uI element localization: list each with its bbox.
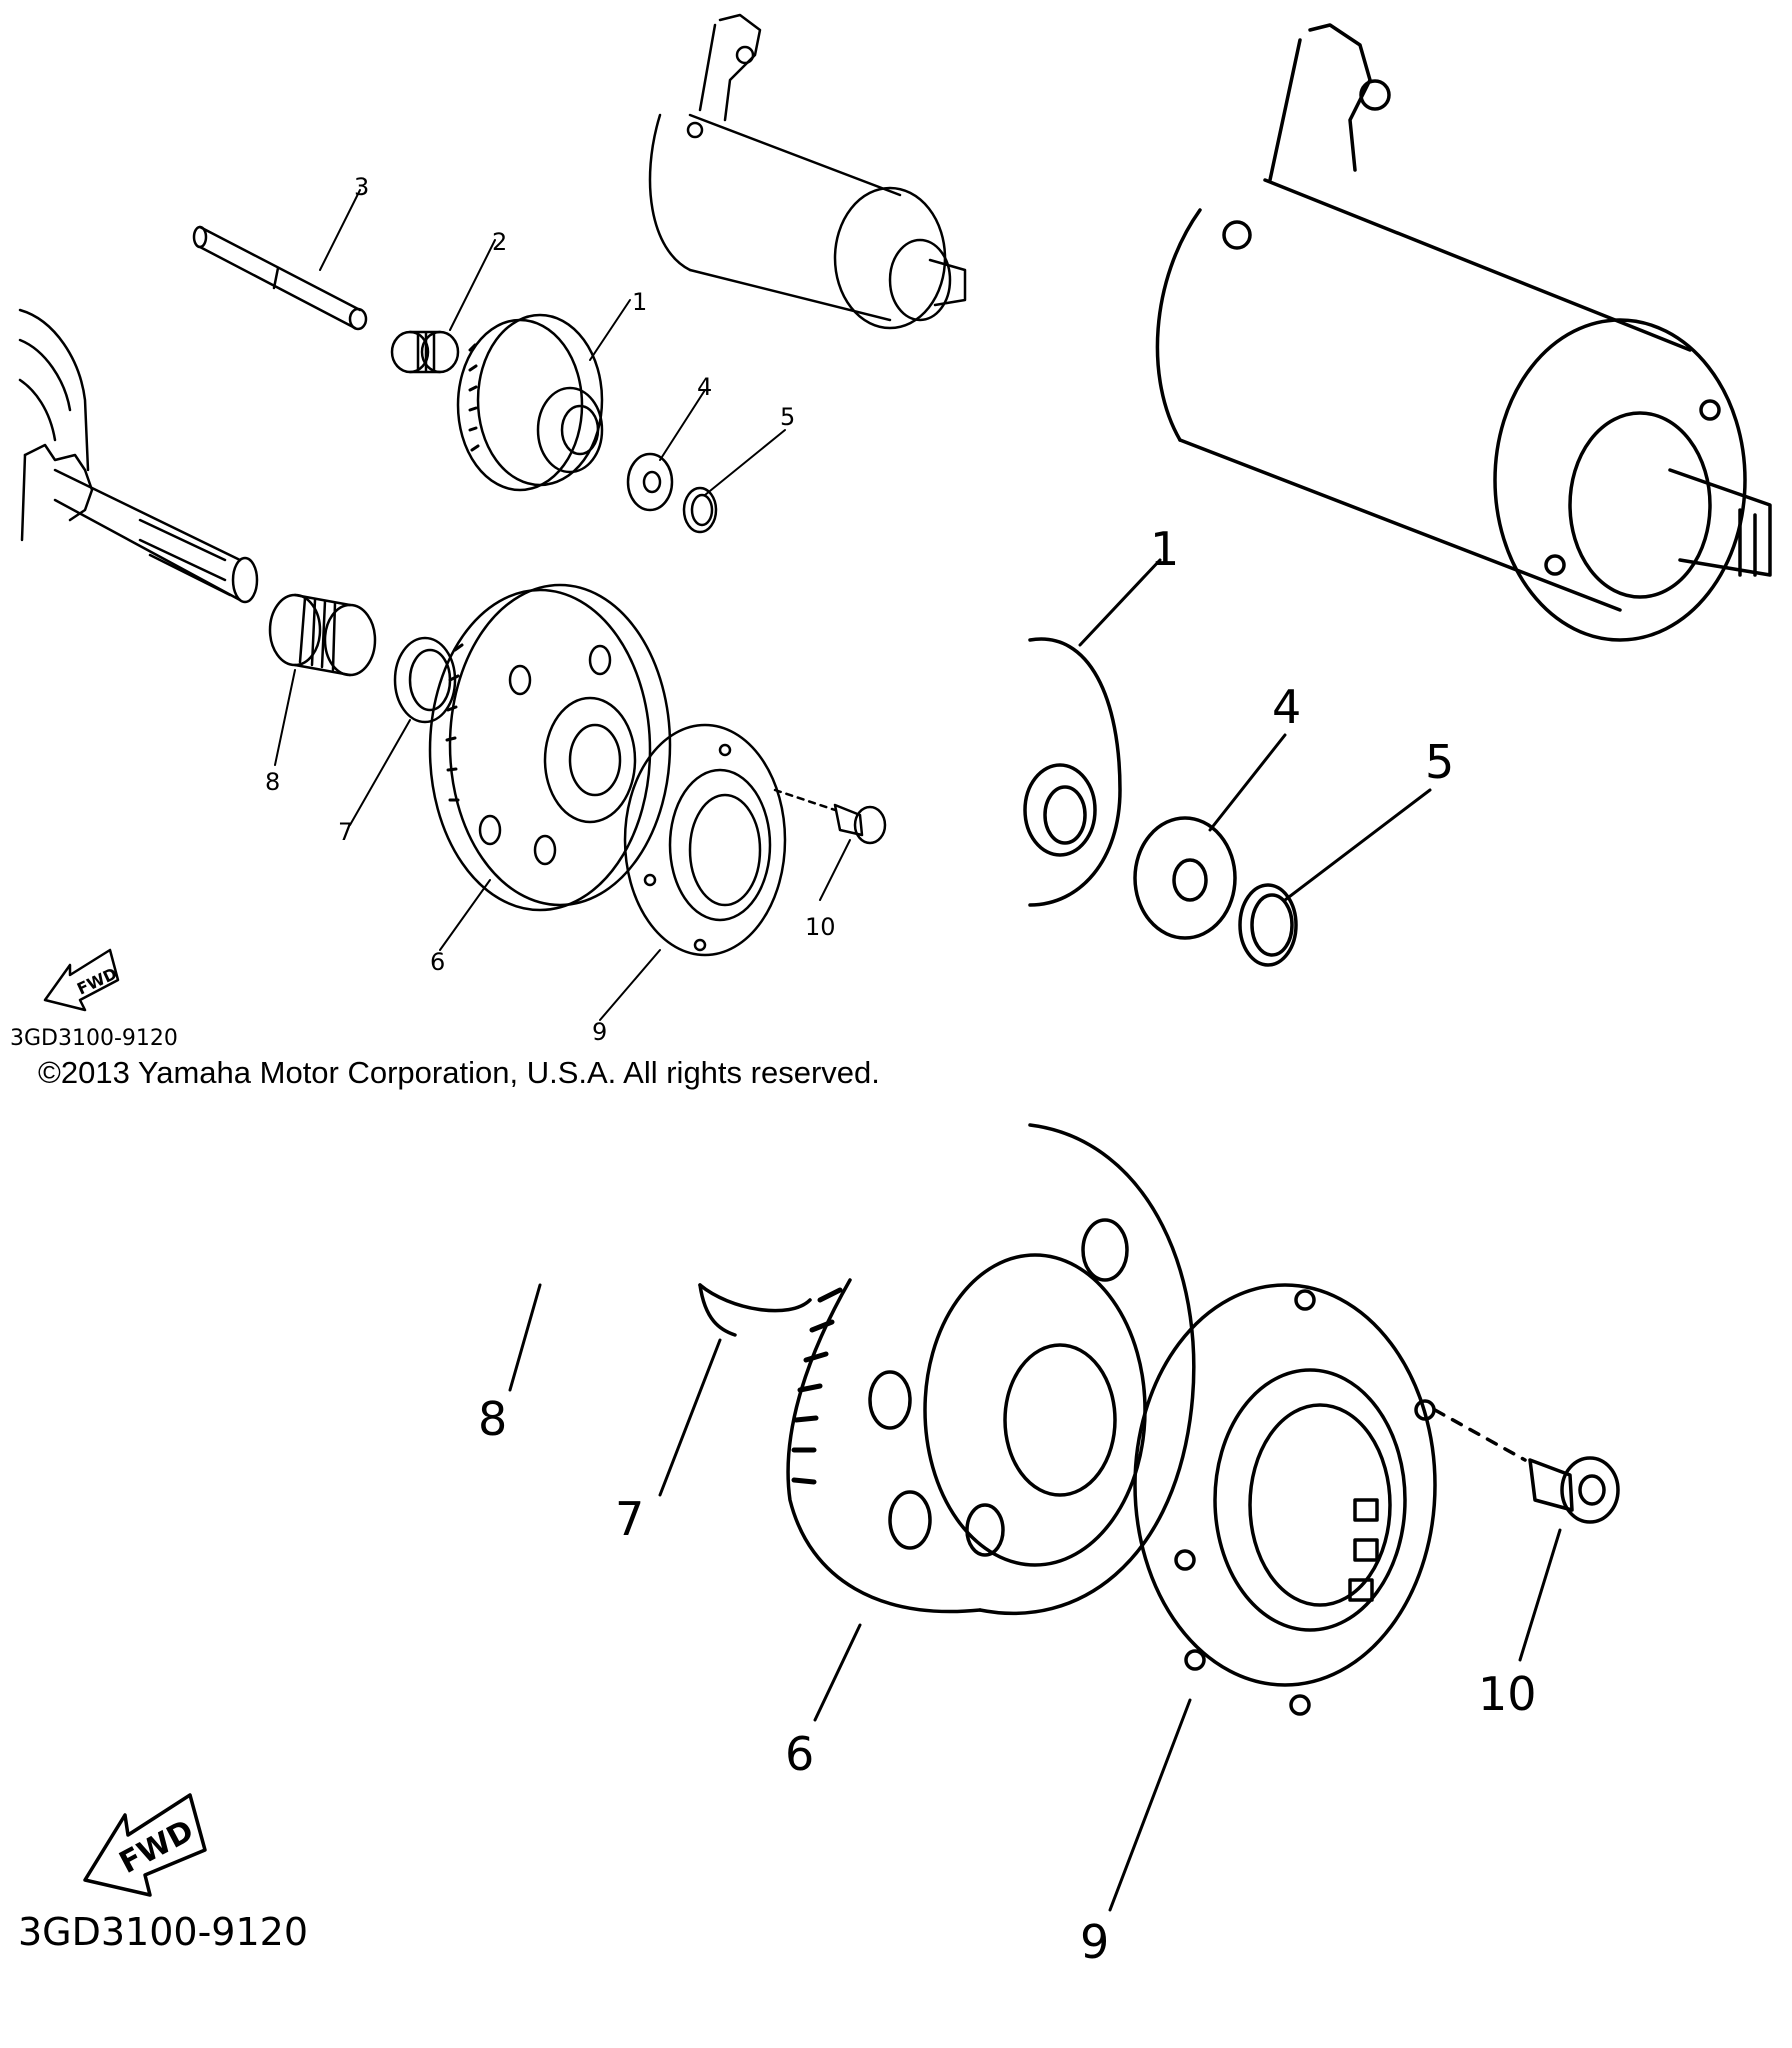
part-9-one-way-clutch (623, 723, 787, 957)
detail-part-6-starter-wheel-gear (786, 1123, 1196, 1616)
overview-fwd-arrow: FWD (43, 948, 120, 1012)
part-2-needle-bearing (390, 330, 460, 374)
overview-callout-4: 4 (697, 373, 712, 401)
detail-callout-10: 10 (1478, 1667, 1537, 1721)
overview-leader-lines (274, 189, 851, 1021)
overview-callout-3: 3 (354, 173, 369, 201)
detail-part-4-washer (1133, 816, 1237, 940)
detail-fwd-arrow: FWD (83, 1793, 207, 1897)
part-7-washer (393, 636, 457, 724)
overview-callout-5: 5 (780, 403, 795, 431)
overview-callouts: 3 2 1 4 5 8 7 6 9 10 (265, 173, 836, 1046)
detail-parts-6-to-10: 8 7 6 9 10 (478, 1123, 1620, 1969)
overview-callout-8: 8 (265, 768, 280, 796)
part-6-starter-wheel-gear (428, 583, 672, 912)
detail-callout-9: 9 (1080, 1915, 1109, 1969)
detail-part-5-circlip (1238, 883, 1298, 967)
detail-callout-8: 8 (478, 1392, 507, 1446)
part-8-needle-bearing (268, 593, 377, 677)
detail-part-1-idler-gear (1023, 637, 1122, 907)
detail-callout-6: 6 (785, 1727, 814, 1781)
detail-callout-1: 1 (1150, 522, 1179, 576)
overview-callout-7: 7 (338, 818, 353, 846)
part-10-bolt (773, 788, 887, 845)
crankcase-edge (18, 308, 90, 472)
detail-leaders-6-to-10 (508, 1283, 1562, 1912)
copyright-notice: ©2013 Yamaha Motor Corporation, U.S.A. A… (38, 1055, 880, 1090)
output-shaft (20, 443, 259, 604)
overview-callout-9: 9 (592, 1018, 607, 1046)
overview-callout-2: 2 (492, 228, 507, 256)
part-3-shaft (192, 225, 368, 331)
overview-callout-6: 6 (430, 948, 445, 976)
detail-part-7-washer (698, 1283, 812, 1337)
detail-leaders-1-4-5 (1078, 558, 1432, 902)
detail-callout-5: 5 (1425, 735, 1454, 789)
detail-callout-7: 7 (615, 1492, 644, 1546)
overview-diagram-number: 3GD3100-9120 (10, 1026, 178, 1051)
detail-parts-1-4-5: 1 4 5 (1023, 522, 1454, 967)
detail-callout-4: 4 (1272, 680, 1301, 734)
overview-panel: 3 2 1 4 5 8 7 6 9 10 FWD 3GD3100-9120 (10, 13, 967, 1051)
part-4-washer (626, 452, 674, 512)
overview-callout-10: 10 (805, 913, 836, 941)
part-5-circlip (682, 486, 718, 534)
detail-part-9-one-way-clutch (1133, 1283, 1437, 1716)
detail-starter-motor (1155, 23, 1772, 642)
detail-part-10-bolt (1433, 1408, 1620, 1524)
starter-motor-small (648, 13, 967, 330)
part-1-idler-gear (456, 313, 604, 492)
overview-callout-1: 1 (632, 288, 647, 316)
detail-diagram-number: 3GD3100-9120 (18, 1910, 308, 1954)
